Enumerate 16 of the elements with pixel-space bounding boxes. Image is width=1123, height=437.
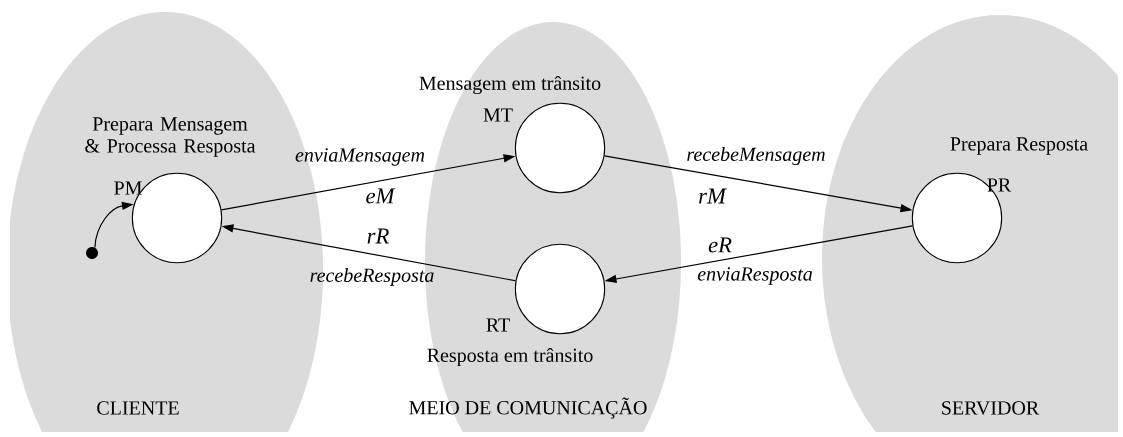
state-label: Mensagem em trânsito <box>419 75 601 95</box>
edge-label: recebeResposta <box>310 267 434 287</box>
edge-abbreviation: rR <box>367 228 389 244</box>
state-label: RT <box>486 318 510 332</box>
state-label: PM <box>114 181 142 195</box>
edge-abbreviation: rM <box>699 188 727 204</box>
state-label: Resposta em trânsito <box>427 347 593 367</box>
edge-abbreviation: eM <box>366 188 396 204</box>
state-label: Prepara Resposta <box>950 137 1088 155</box>
state-label: Prepara Mensagem & Processa Resposta <box>85 117 256 157</box>
edge-label: enviaMensagem <box>295 148 425 166</box>
edge-label: recebeMensagem <box>687 146 825 166</box>
edge-label: enviaResposta <box>697 267 813 285</box>
state-label: MT <box>483 108 513 122</box>
edge-abbreviation: eR <box>708 237 732 253</box>
state-label: PR <box>987 178 1012 192</box>
